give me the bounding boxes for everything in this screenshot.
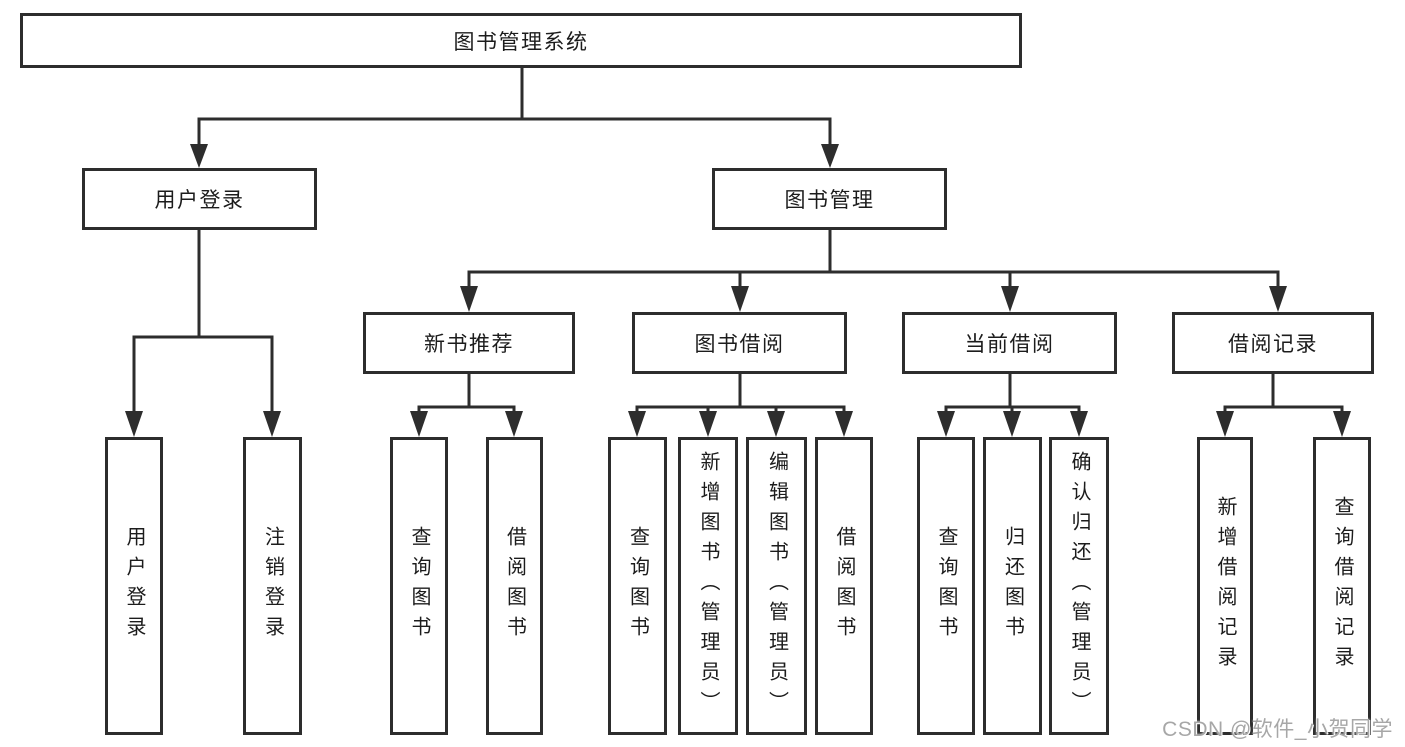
node-label: 图书管理 [784,189,875,212]
node-new-book-recommend: 新书推荐 [363,312,575,374]
node-current-borrow: 当前借阅 [902,312,1117,374]
node-label: 注销登录 [261,526,284,646]
node-label: 当前借阅 [964,333,1055,356]
connector-borrow-to-leaves [628,374,853,437]
node-label: 用户登录 [154,189,245,212]
node-label: 新书推荐 [424,333,514,356]
leaf-borrow-books-recommend: 借阅图书 [486,437,543,735]
node-label: 新增借阅记录 [1214,496,1236,676]
leaf-edit-book-admin: 编辑图书（管理员） [746,437,807,735]
connector-current-to-leaves [937,374,1088,437]
leaf-return-book: 归还图书 [983,437,1042,735]
node-label: 借阅图书 [833,526,855,646]
connector-records-to-leaves [1216,374,1351,437]
leaf-add-borrow-record: 新增借阅记录 [1197,437,1253,735]
node-label: 查询图书 [626,526,649,646]
node-label: 图书管理系统 [453,30,589,54]
node-book-management: 图书管理 [712,168,947,230]
node-label: 确认归还（管理员） [1068,451,1090,721]
connector-newbook-to-leaves [410,374,523,437]
node-borrow-records: 借阅记录 [1172,312,1374,374]
node-label: 新增图书（管理员） [697,451,719,721]
node-label: 用户登录 [123,526,145,646]
leaf-query-books-current: 查询图书 [917,437,975,735]
leaf-add-book-admin: 新增图书（管理员） [678,437,738,735]
leaf-confirm-return-admin: 确认归还（管理员） [1049,437,1109,735]
leaf-user-login: 用户登录 [105,437,163,735]
node-label: 借阅图书 [503,526,526,646]
node-label: 编辑图书（管理员） [765,451,788,721]
node-label: 归还图书 [1001,526,1024,646]
leaf-query-books-borrow: 查询图书 [608,437,667,735]
connector-userlogin-to-leaves [125,230,281,437]
leaf-logout: 注销登录 [243,437,302,735]
node-library-management-system: 图书管理系统 [20,13,1022,68]
leaf-query-borrow-record: 查询借阅记录 [1313,437,1371,735]
node-label: 查询借阅记录 [1331,496,1353,676]
leaf-query-books-recommend: 查询图书 [390,437,448,735]
leaf-borrow-books: 借阅图书 [815,437,873,735]
connector-bookmgmt-to-level3 [460,230,1287,312]
node-label: 借阅记录 [1228,333,1318,356]
csdn-watermark: CSDN @软件_小贺同学 [1162,718,1393,741]
node-user-login: 用户登录 [82,168,317,230]
node-label: 查询图书 [935,526,957,646]
node-label: 查询图书 [408,526,430,646]
connector-root-to-level2 [190,68,839,168]
node-book-borrow: 图书借阅 [632,312,847,374]
node-label: 图书借阅 [694,333,785,356]
